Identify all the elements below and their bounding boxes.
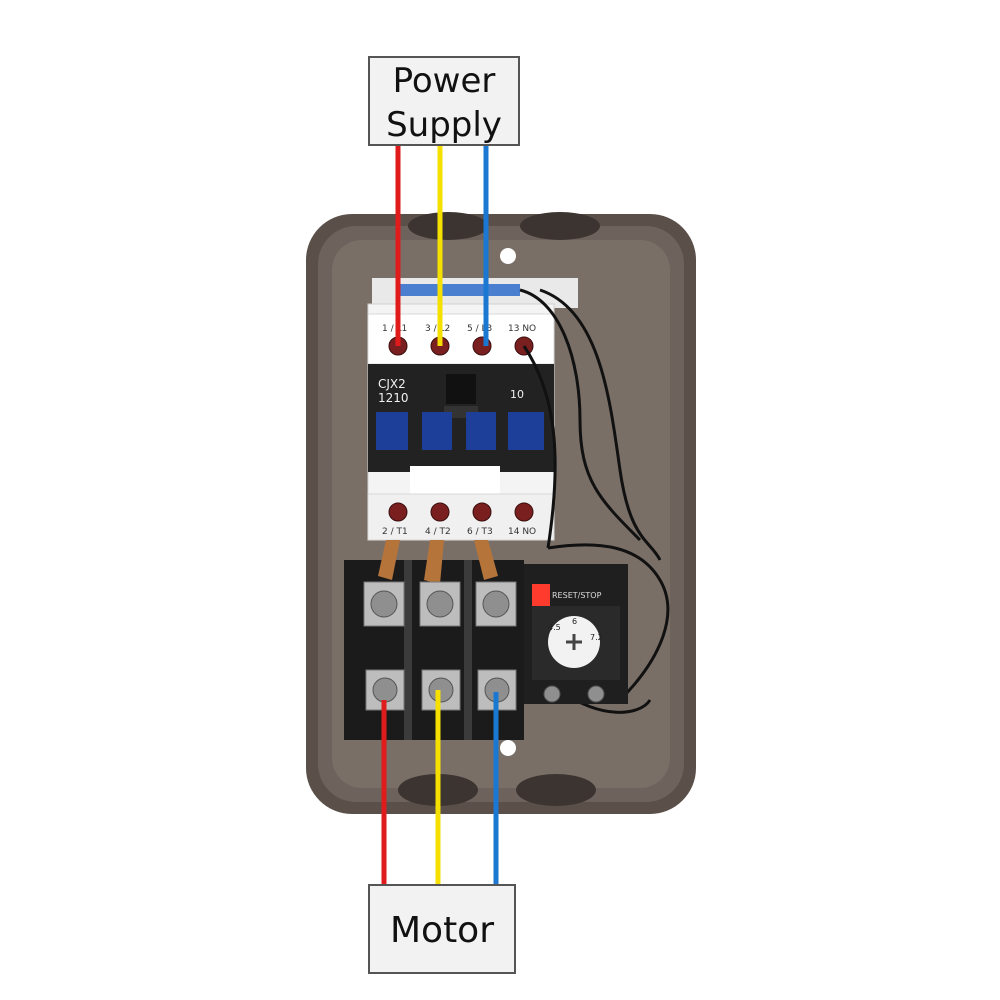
control-wires [519,288,670,714]
overload-relay: RESET/STOP 4.5 6 7.2 [524,564,628,704]
motor-box: Motor [368,884,516,974]
copper-link [378,540,400,580]
contactor-model-line1: CJX2 [378,377,406,391]
motor-label: Motor [389,910,495,951]
control-wire [539,288,662,561]
terminal-screw [482,590,510,618]
terminal-screw [428,677,454,703]
mounting-hole-bottom [500,740,516,756]
dial-mark: 6 [572,617,577,626]
knockout-bottom-right [516,774,596,806]
contactor-slot-2 [422,412,452,450]
terminal-screw [426,590,454,618]
copper-link [474,540,498,580]
reset-stop-label: RESET/STOP [552,591,602,600]
power-supply-label-line1: Power [392,61,496,101]
motor-wires [381,690,499,884]
terminal-screw [430,502,450,522]
control-wire [522,345,557,549]
contactor-model-line2: 1210 [378,391,409,405]
dial-mark: 4.5 [548,623,561,632]
terminal-label-bottom: 2 / T1 [382,527,408,537]
contactor-band [410,466,500,496]
copper-link [424,540,444,584]
terminal-screw [587,685,605,703]
knockout-top-left [408,212,488,240]
bottom-terminal-screws [388,502,534,522]
control-wire [547,543,670,702]
contactor-top-label-strip [400,284,520,296]
contactor-slot-1 [376,412,408,450]
terminal-screw [370,590,398,618]
terminal-label-bottom: 14 NO [508,527,536,537]
terminal-label-bottom: 6 / T3 [467,527,493,537]
terminal-screw [543,685,561,703]
power-supply-box: Power Supply [368,56,520,146]
terminal-screw [472,502,492,522]
knockout-top-right [520,212,600,240]
supply-wires [395,146,489,346]
terminal-label-top: 1 / L1 [382,324,407,334]
power-supply-label-line2: Supply [386,105,502,145]
terminal-label-bottom: 4 / T2 [425,527,451,537]
mounting-hole-top [500,248,516,264]
contactor-slot-3 [466,412,496,450]
contactor-slot-4 [508,412,544,450]
dial-cross-icon [566,634,582,650]
terminal-label-top: 5 / L3 [467,324,492,334]
terminal-screw [388,502,408,522]
terminal-label-top: 13 NO [508,324,536,334]
reset-stop-button[interactable] [532,584,550,606]
control-wire [519,288,642,542]
terminal-screw [372,677,398,703]
contactor-aux-code: 10 [510,388,524,401]
terminal-screw [514,502,534,522]
dial-mark: 7.2 [590,633,603,642]
